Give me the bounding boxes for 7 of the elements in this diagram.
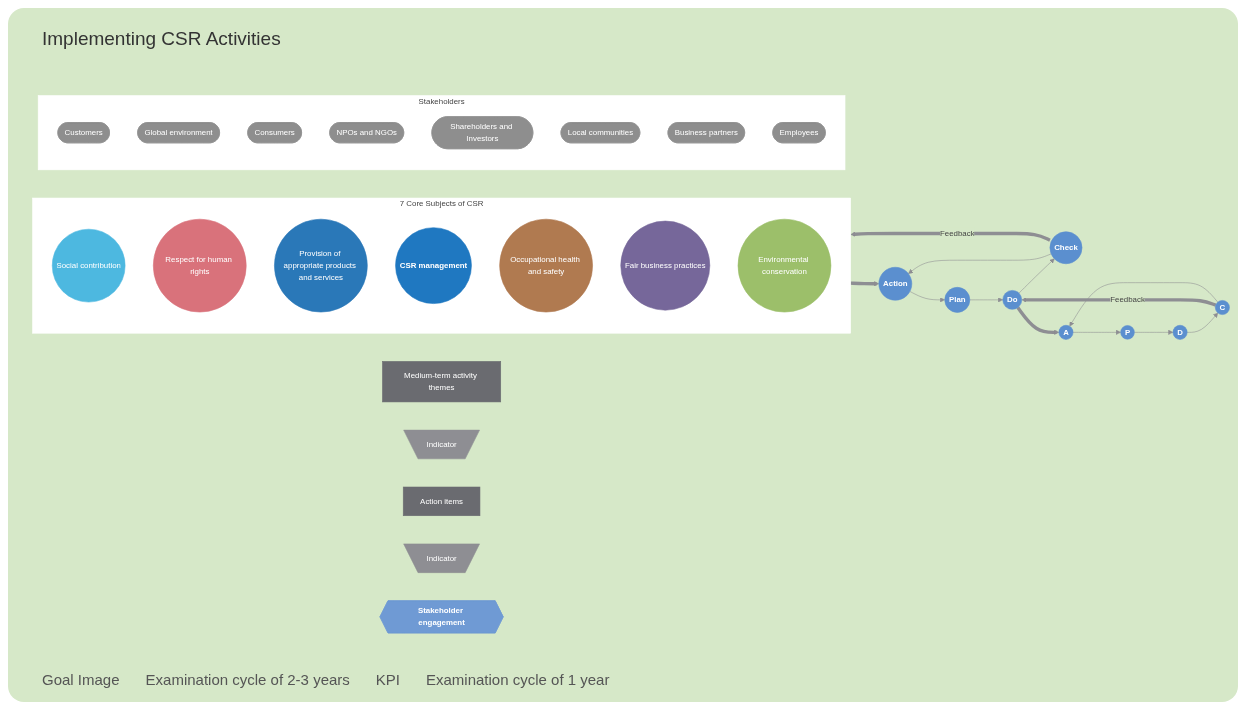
note-text: Goal Image xyxy=(42,671,120,688)
note-text: Examination cycle of 2-3 years xyxy=(145,671,350,688)
arrow xyxy=(850,281,880,286)
note-text: KPI xyxy=(375,671,400,688)
note-text: Examination cycle of 1 year xyxy=(426,671,610,688)
diagram-title: Implementing CSR Activities xyxy=(42,28,281,50)
arrow xyxy=(1016,306,1060,335)
